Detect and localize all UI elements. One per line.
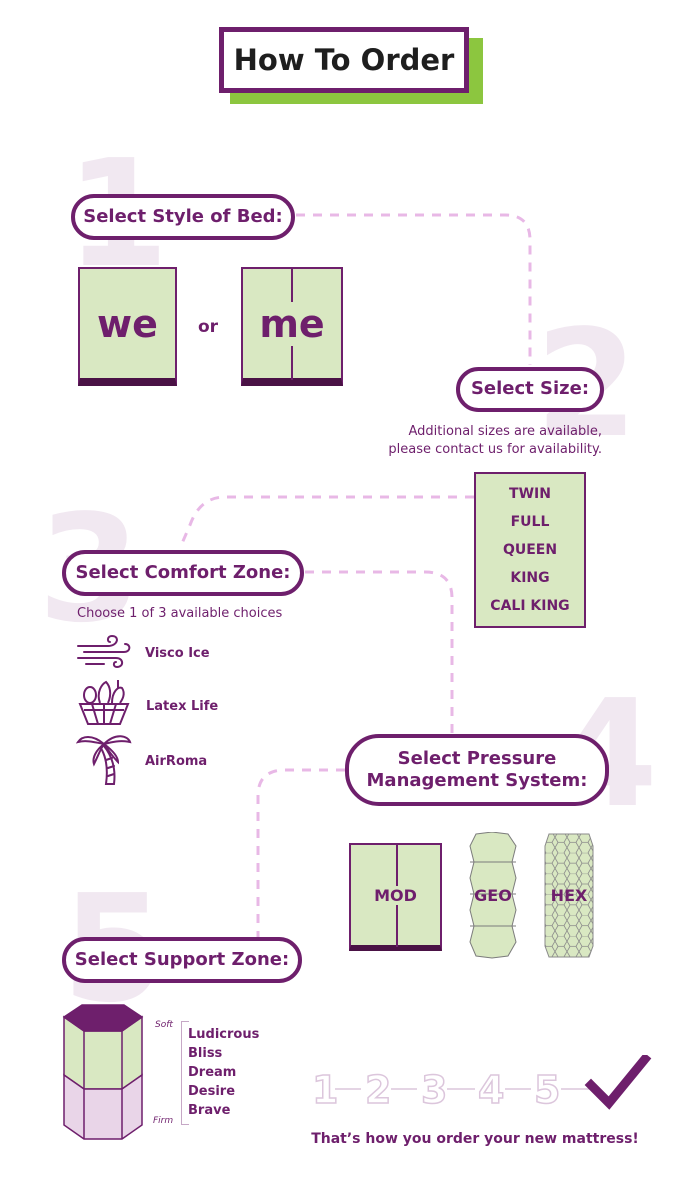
support-firm-label: Firm xyxy=(153,1116,174,1126)
step2-label: Select Size: xyxy=(456,367,604,412)
support-level[interactable]: Desire xyxy=(188,1084,236,1099)
step4-label: Select Pressure Management System: xyxy=(345,734,609,806)
support-level[interactable]: Dream xyxy=(188,1065,237,1080)
bed-style-me[interactable]: me xyxy=(241,267,343,386)
pressure-label-mod: MOD xyxy=(372,885,419,905)
size-list: TWIN FULL QUEEN KING CALI KING xyxy=(474,472,586,628)
pressure-option-hex[interactable]: HEX xyxy=(550,886,588,905)
palm-tree-icon xyxy=(76,735,132,785)
page-title: How To Order xyxy=(219,27,469,93)
step3-label: Select Comfort Zone: xyxy=(62,550,304,596)
size-option[interactable]: QUEEN xyxy=(502,542,558,558)
bed-style-we[interactable]: we xyxy=(78,267,177,386)
progress-step-2: 2 xyxy=(365,1068,391,1112)
size-option[interactable]: TWIN xyxy=(509,486,551,502)
step1-label: Select Style of Bed: xyxy=(71,194,295,240)
support-level[interactable]: Bliss xyxy=(188,1046,223,1061)
progress-steps: 1 2 3 4 5 xyxy=(311,1055,652,1113)
progress-step-5: 5 xyxy=(534,1068,560,1112)
checkmark-icon xyxy=(584,1055,652,1110)
final-message: That’s how you order your new mattress! xyxy=(311,1131,639,1147)
wind-icon xyxy=(77,634,131,669)
comfort-option-visco[interactable]: Visco Ice xyxy=(145,646,210,661)
step5-label: Select Support Zone: xyxy=(62,937,302,983)
comfort-option-latex[interactable]: Latex Life xyxy=(146,699,219,714)
progress-step-4: 4 xyxy=(478,1068,504,1112)
or-text: or xyxy=(198,317,219,337)
comfort-subtitle: Choose 1 of 3 available choices xyxy=(77,606,283,621)
size-note: Additional sizes are available, please c… xyxy=(380,423,602,459)
size-note-line1: Additional sizes are available, xyxy=(408,424,602,439)
support-levels: Ludicrous Bliss Dream Desire Brave xyxy=(188,1025,259,1120)
support-soft-label: Soft xyxy=(155,1020,173,1030)
bed-style-me-label: me xyxy=(257,301,327,346)
plant-basket-icon xyxy=(78,680,130,725)
size-option[interactable]: CALI KING xyxy=(490,598,570,614)
comfort-option-airroma[interactable]: AirRoma xyxy=(145,754,208,769)
support-zone-column xyxy=(62,1004,144,1140)
hex-pattern xyxy=(544,833,594,958)
progress-step-1: 1 xyxy=(312,1068,338,1112)
pressure-option-geo[interactable]: GEO xyxy=(474,886,512,905)
size-option[interactable]: FULL xyxy=(510,514,550,530)
geo-pattern xyxy=(469,832,517,959)
size-option[interactable]: KING xyxy=(510,570,550,586)
support-level[interactable]: Ludicrous xyxy=(188,1027,260,1042)
bed-style-we-label: we xyxy=(97,301,158,346)
pressure-option-mod[interactable]: MOD xyxy=(349,843,442,951)
progress-step-3: 3 xyxy=(421,1068,447,1112)
support-bracket xyxy=(181,1021,189,1125)
support-level[interactable]: Brave xyxy=(188,1103,231,1118)
size-note-line2: please contact us for availability. xyxy=(388,442,602,457)
